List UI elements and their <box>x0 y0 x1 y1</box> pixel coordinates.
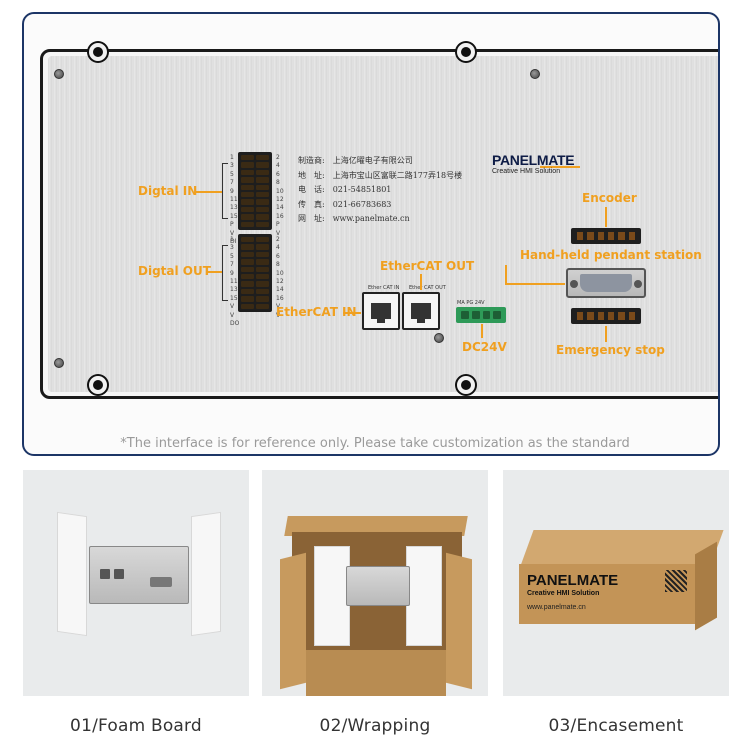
screw-icon <box>54 358 64 368</box>
box-subtitle: Creative HMI Solution <box>527 590 600 597</box>
ethercat-out-tag: Ether CAT OUT <box>409 285 446 291</box>
db15-pendant-connector <box>566 268 646 298</box>
panelmate-logo: PANELMATE Creative HMI Solution <box>492 152 580 175</box>
estop-terminal <box>571 308 641 324</box>
photo-wrapping <box>262 470 488 696</box>
manufacturer-info: 制造商:上海亿曜电子有限公司 地 址:上海市宝山区富联二路177弄18号楼 电 … <box>298 156 463 223</box>
digital-out-label: Digtal OUT <box>138 264 211 278</box>
box-flap <box>446 552 472 690</box>
box-flap <box>306 650 446 696</box>
photo-encasement: PANELMATE Creative HMI Solution www.pane… <box>503 470 729 696</box>
mount-hole <box>89 376 107 394</box>
leader-line <box>196 191 222 193</box>
digital-in-terminal <box>238 152 272 230</box>
pendant-label: Hand-held pendant station <box>520 248 702 262</box>
mount-hole <box>457 376 475 394</box>
foam-block <box>314 546 350 646</box>
encoder-label: Encoder <box>582 191 637 205</box>
leader-line <box>420 274 422 290</box>
leader-line <box>605 326 607 342</box>
caption-encasement: 03/Encasement <box>548 716 684 736</box>
disclaimer-note: *The interface is for reference only. Pl… <box>120 436 630 451</box>
screw-icon <box>54 69 64 79</box>
leader-line <box>505 265 507 283</box>
photo-foam-board <box>23 470 249 696</box>
box-brand: PANELMATE <box>527 572 619 589</box>
estop-label: Emergency stop <box>556 343 665 357</box>
device-image <box>346 566 410 606</box>
foam-block <box>191 511 221 637</box>
screw-icon <box>530 69 540 79</box>
bracket <box>222 163 228 219</box>
encoder-terminal <box>571 228 641 244</box>
box-url: www.panelmate.cn <box>527 604 586 611</box>
mount-hole <box>89 43 107 61</box>
leader-line <box>206 271 222 273</box>
box-front: PANELMATE Creative HMI Solution www.pane… <box>519 564 695 624</box>
mount-hole <box>457 43 475 61</box>
device-image <box>89 546 189 604</box>
leader-line <box>343 312 361 314</box>
box-flap <box>280 552 306 690</box>
digital-out-terminal <box>238 234 272 312</box>
leader-line <box>481 324 483 338</box>
caption-wrapping: 02/Wrapping <box>319 716 431 736</box>
bracket <box>222 245 228 301</box>
ethercat-out-port <box>402 292 440 330</box>
box-top <box>520 530 724 566</box>
dc24v-label: DC24V <box>462 340 507 354</box>
box-side <box>695 541 717 631</box>
power-tag: MA PG 24V <box>457 300 485 306</box>
foam-block <box>57 511 87 637</box>
caption-foam-board: 01/Foam Board <box>70 716 202 736</box>
ethercat-in-port <box>362 292 400 330</box>
qr-code-icon <box>665 570 687 592</box>
ethercat-in-label: EtherCAT IN <box>276 305 357 319</box>
leader-line <box>505 283 565 285</box>
ethercat-out-label: EtherCAT OUT <box>380 259 475 273</box>
dc24v-terminal <box>456 307 506 323</box>
screw-icon <box>434 333 444 343</box>
digital-in-label: Digtal IN <box>138 184 198 198</box>
foam-block <box>406 546 442 646</box>
leader-line <box>605 207 607 227</box>
ethercat-in-tag: Ether CAT IN <box>368 285 400 291</box>
